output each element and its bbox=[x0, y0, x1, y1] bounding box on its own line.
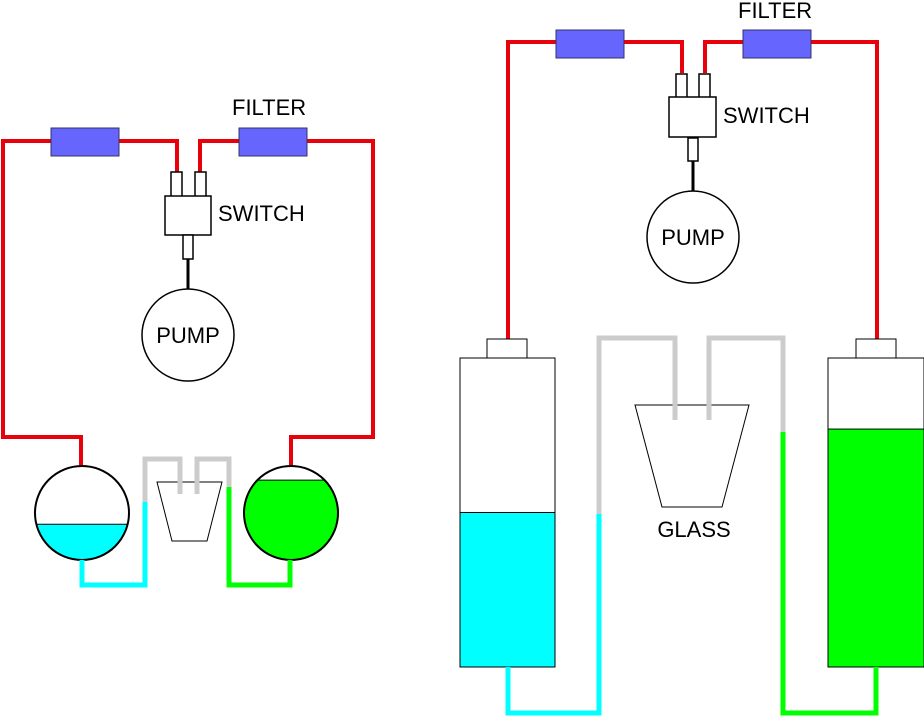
left-diagram: FILTER SWITCH PUMP bbox=[1, 95, 375, 588]
right-pump-label: PUMP bbox=[661, 225, 725, 250]
left-liquid-tube-a bbox=[79, 502, 148, 588]
left-pump bbox=[141, 288, 235, 382]
left-glass-tube-a bbox=[142, 456, 183, 502]
right-air-tube-b bbox=[703, 40, 879, 340]
right-switch-body bbox=[668, 96, 717, 138]
right-glass-label: GLASS bbox=[657, 517, 730, 542]
left-pump-label: PUMP bbox=[156, 323, 220, 348]
right-switch-label: SWITCH bbox=[723, 103, 810, 128]
right-air-tube-a bbox=[506, 40, 684, 340]
right-bottle-a-cap bbox=[486, 338, 528, 359]
left-air-tube-a bbox=[1, 139, 179, 465]
right-switch-port-out bbox=[687, 137, 699, 162]
left-switch-port-a bbox=[170, 171, 183, 198]
right-glass bbox=[634, 404, 750, 508]
left-switch-label: SWITCH bbox=[218, 201, 305, 226]
right-filter-label: FILTER bbox=[738, 0, 812, 23]
right-bottle-b-liquid bbox=[827, 428, 924, 668]
left-filter-label: FILTER bbox=[232, 95, 306, 120]
right-diagram: FILTER SWITCH PUMP GLASS bbox=[459, 0, 924, 716]
left-switch-body bbox=[164, 195, 212, 236]
right-filter-a bbox=[555, 29, 625, 59]
left-glass-tube-b bbox=[194, 456, 232, 494]
right-bottle-b-cap bbox=[855, 338, 897, 359]
right-glass-tube-a bbox=[596, 335, 678, 514]
right-switch-port-a bbox=[675, 73, 688, 99]
right-switch-port-b bbox=[698, 73, 711, 99]
right-pump bbox=[646, 190, 740, 284]
left-liquid-tube-b bbox=[226, 487, 293, 588]
left-glass bbox=[156, 481, 223, 542]
right-filter-b bbox=[742, 29, 812, 59]
left-switch-port-out bbox=[182, 234, 194, 260]
left-filter-a bbox=[50, 127, 120, 157]
right-glass-tube-b bbox=[706, 335, 786, 432]
right-bottle-a-liquid bbox=[459, 512, 556, 668]
left-air-tube-b bbox=[198, 139, 375, 465]
left-vessel-b-liquid bbox=[244, 480, 338, 560]
right-liquid-tube-b bbox=[780, 432, 879, 716]
left-filter-b bbox=[238, 127, 308, 157]
left-switch-port-b bbox=[194, 171, 207, 198]
right-liquid-tube-a bbox=[505, 514, 602, 716]
